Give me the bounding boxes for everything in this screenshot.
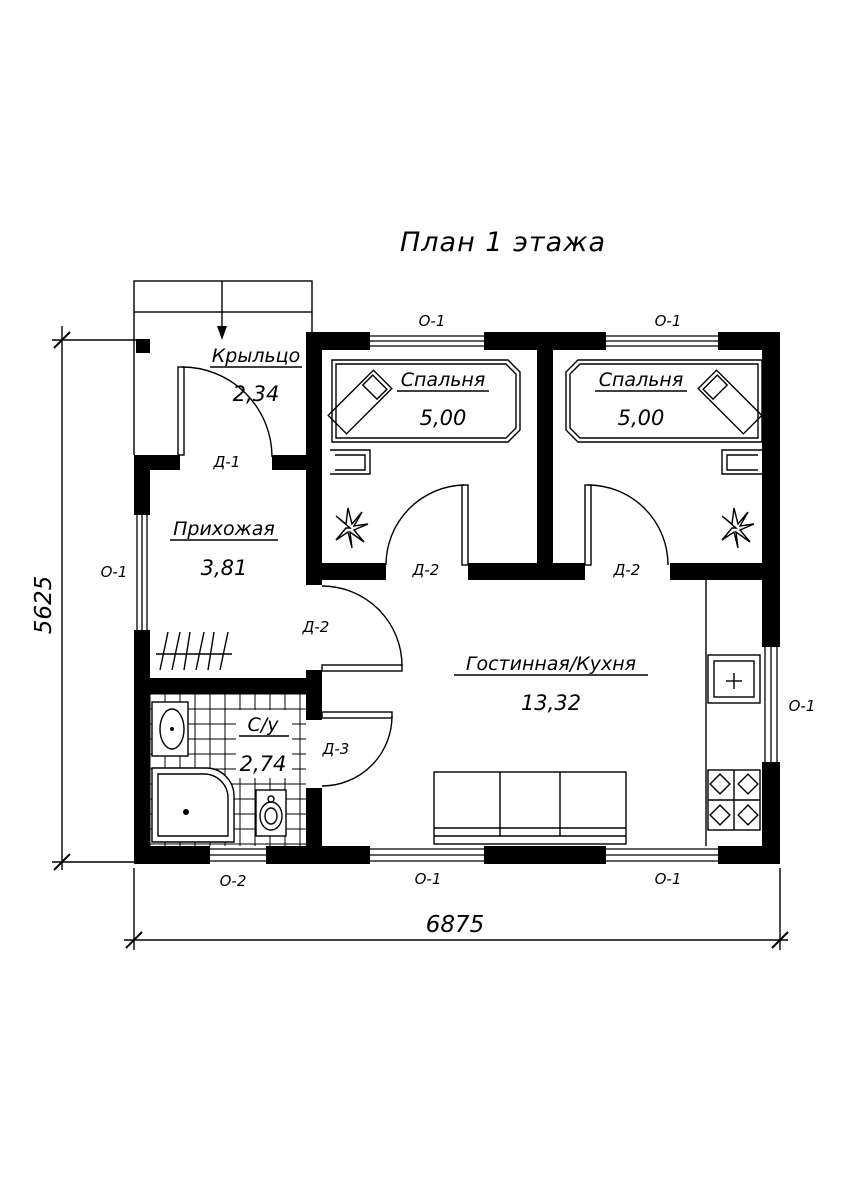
door-label-d2-bedroom-left: Д-2 [412, 561, 440, 579]
window-label-left: О-1 [101, 563, 128, 581]
window-label-bottom-bath: О-2 [220, 872, 247, 890]
door-labels: Д-1 Д-2 Д-2 Д-2 Д-3 [213, 453, 641, 758]
room-area-bedroom-right: 5,00 [618, 406, 665, 430]
room-name-porch: Крыльцо [212, 345, 300, 367]
window-label-bottom-middle: О-1 [415, 870, 442, 888]
sink-icon [151, 701, 189, 757]
bed-icon [327, 369, 393, 435]
room-name-hall: Прихожая [173, 518, 275, 540]
door-d3 [321, 711, 393, 787]
window-bottom-bath [210, 848, 266, 862]
window-left [136, 515, 148, 630]
toilet-icon [255, 789, 287, 837]
window-label-right: О-1 [789, 697, 816, 715]
room-area-hall: 3,81 [201, 556, 248, 580]
door-d1 [177, 366, 273, 458]
doors [177, 366, 669, 787]
room-name-bathroom: С/у [248, 714, 280, 736]
wardrobe-icon [156, 631, 232, 671]
room-area-bathroom: 2,74 [240, 752, 287, 776]
window-bottom-middle [370, 848, 484, 862]
dimension-height: 5625 [31, 326, 140, 871]
plant-icon [721, 507, 755, 549]
door-label-d2-hall: Д-2 [302, 618, 330, 636]
door-label-d2-bedroom-right: Д-2 [613, 561, 641, 579]
room-name-living-kitchen: Гостинная/Кухня [466, 653, 636, 675]
walls [134, 332, 780, 864]
bathroom-fixtures [151, 701, 287, 843]
kitchen-counter [705, 580, 761, 846]
dimension-width-label: 6875 [426, 912, 485, 938]
window-right [764, 647, 778, 762]
plant-icon [335, 507, 369, 549]
door-d2-bedroom-right [584, 484, 669, 566]
window-top-left [370, 335, 484, 347]
entry-arrow-icon [217, 281, 227, 340]
dimension-height-label: 5625 [31, 576, 57, 635]
shower-icon [151, 767, 235, 843]
window-labels: О-1 О-1 О-1 О-1 О-1 О-1 О-2 [101, 312, 816, 890]
sofa-icon [433, 771, 627, 845]
window-label-top-left: О-1 [419, 312, 446, 330]
door-label-d1: Д-1 [213, 453, 241, 471]
room-area-living-kitchen: 13,32 [521, 691, 581, 715]
room-area-porch: 2,34 [233, 382, 280, 406]
door-d2-bedroom-left [385, 484, 469, 566]
plan-title: План 1 этажа [400, 227, 606, 258]
door-label-d3: Д-3 [322, 740, 350, 758]
dimension-width: 6875 [124, 868, 789, 950]
window-bottom-right [606, 848, 718, 862]
door-d2-hall [321, 585, 403, 672]
windows [136, 335, 778, 862]
bed-icon [697, 369, 763, 435]
window-label-top-right: О-1 [655, 312, 682, 330]
room-labels: Крыльцо 2,34 Спальня 5,00 Спальня 5,00 П… [170, 345, 687, 776]
window-top-right [606, 335, 718, 347]
stove-icon [707, 769, 761, 831]
bedroom-right-furniture [565, 359, 763, 549]
porch [133, 280, 313, 455]
bedroom-left-furniture [327, 359, 521, 549]
room-name-bedroom-right: Спальня [599, 369, 684, 391]
room-name-bedroom-left: Спальня [401, 369, 486, 391]
window-label-bottom-right: О-1 [655, 870, 682, 888]
room-area-bedroom-left: 5,00 [420, 406, 467, 430]
kitchen-sink-icon [707, 654, 761, 704]
